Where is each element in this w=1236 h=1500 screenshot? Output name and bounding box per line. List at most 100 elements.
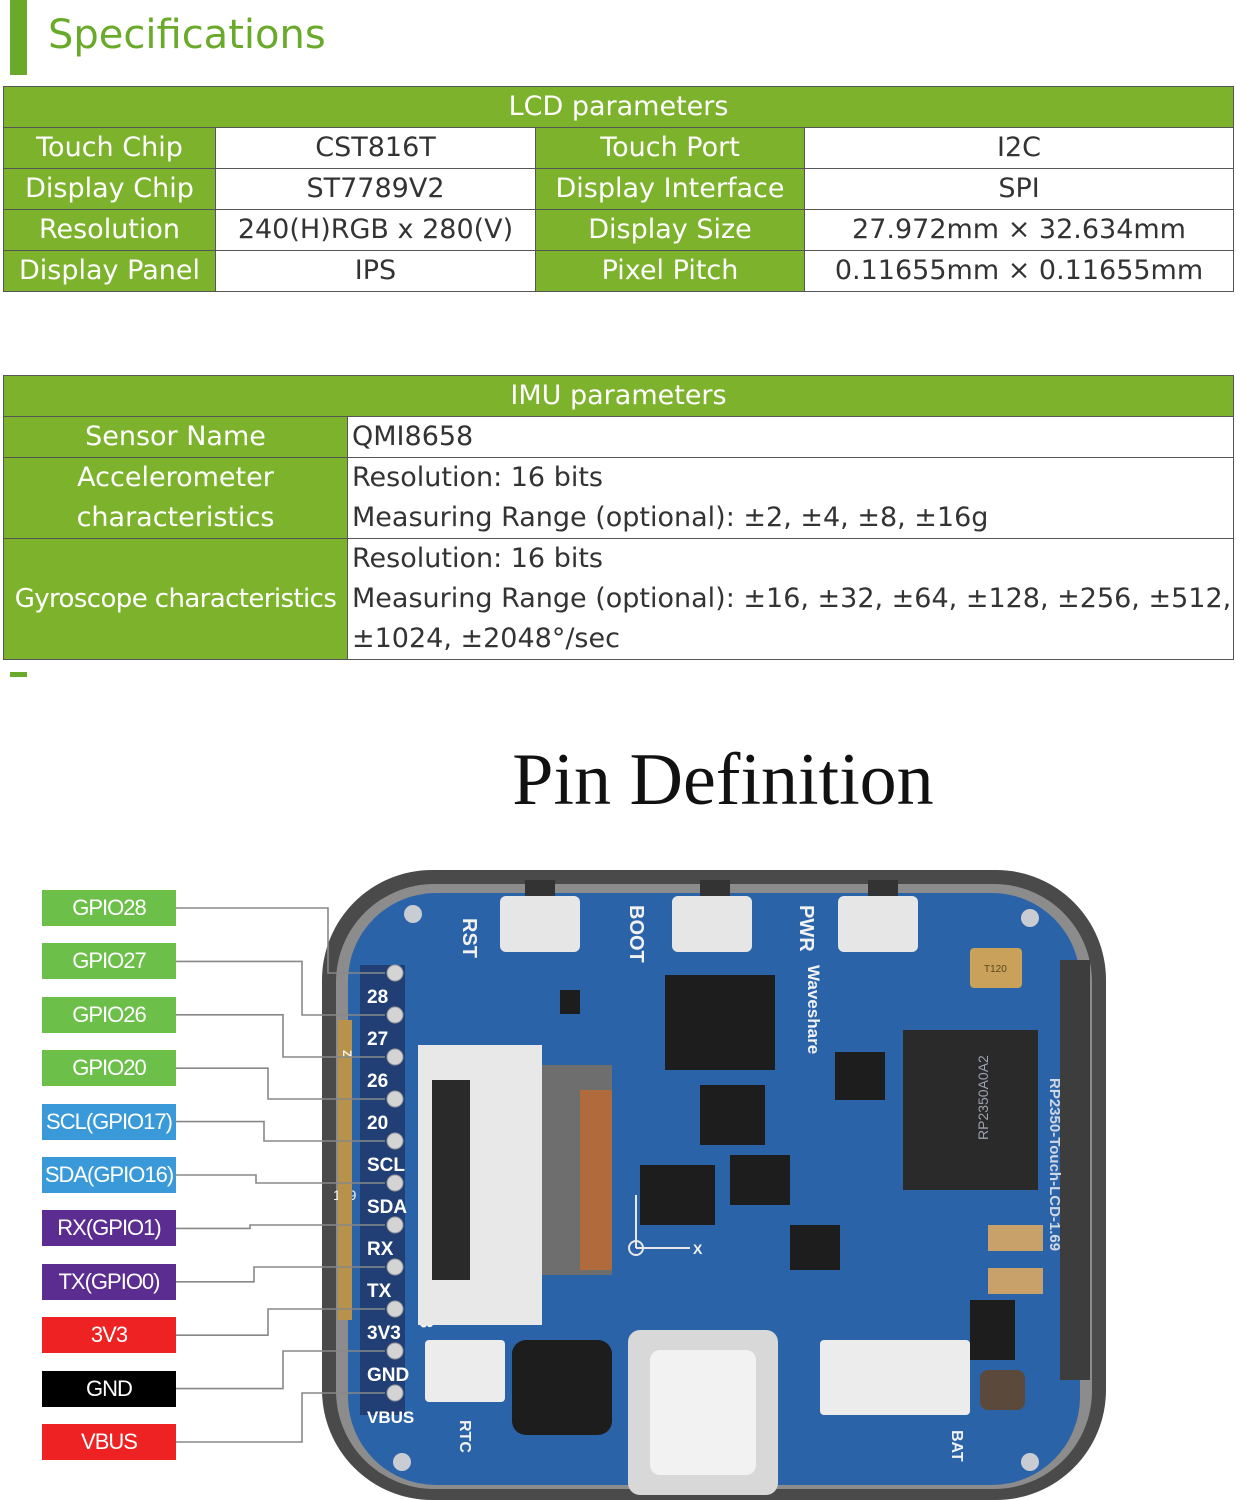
pin-pad [386,1258,404,1276]
leader-line [176,1174,385,1184]
crystal-marking: T120 [984,964,1007,975]
table-row: Touch Chip CST816T Touch Port I2C [3,127,1235,169]
param-label: Gyroscope characteristics [3,538,348,660]
pin-label-tx: TX(GPIO0) [42,1263,176,1300]
battery-edge [1060,960,1090,1380]
buzzer [512,1340,612,1435]
capacitor [988,1268,1043,1294]
lcd-table-header: LCD parameters [2,86,1235,128]
param-label: Touch Port [535,127,805,169]
model-silkscreen: RP2350-Touch-LCD-1.69 [1046,1078,1063,1251]
pin-pad [386,1174,404,1192]
board-pin-label: SDA [367,1197,407,1218]
ic-tiny [560,990,580,1014]
bat-silkscreen: BAT [948,1430,965,1462]
fpc-slot [432,1080,470,1280]
gyro-resolution: Resolution: 16 bits [352,543,603,574]
table-row: Display Panel IPS Pixel Pitch 0.11655mm … [3,250,1235,292]
param-label: Accelerometer characteristics [3,457,348,539]
board-pin-label: 20 [367,1113,388,1134]
pin-label-scl: SCL(GPIO17) [42,1103,176,1140]
flex-ribbon-copper [580,1090,612,1270]
axis-x-label: X [693,1241,703,1257]
ic-small [640,1165,715,1225]
rp2350-chip [903,1030,1038,1190]
leader-line [176,1120,385,1142]
leader-line [176,960,385,1016]
pin-label-gnd: GND [42,1370,176,1407]
axis-z-silkscreen: Z [340,1050,354,1057]
param-label: Display Interface [535,168,805,210]
button-cap [525,880,555,898]
rtc-silkscreen: RTC [456,1420,473,1453]
leader-line [176,907,385,974]
pin-label-vbus: VBUS [42,1424,176,1460]
param-label: Pixel Pitch [535,250,805,292]
button-cap [700,880,730,898]
ic-imu [700,1085,765,1145]
ic-small [790,1225,840,1270]
rst-silkscreen: RST [458,918,480,958]
board-pin-label: SCL [367,1155,405,1176]
table-row: Accelerometer characteristics Resolution… [3,457,1234,539]
pwr-silkscreen: PWR [795,905,817,952]
ic-small [730,1155,790,1205]
table-row: Gyroscope characteristics Resolution: 16… [3,538,1234,660]
leader-line [176,1350,385,1390]
accel-range: Measuring Range (optional): ±2, ±4, ±8, … [352,502,989,533]
param-label: Touch Chip [3,127,216,169]
board-pin-label: 26 [367,1071,388,1092]
capacitor [988,1225,1043,1251]
imu-table-header: IMU parameters [3,375,1234,417]
board-pin-label: 3V3 [367,1323,401,1344]
pin-pads [386,964,404,1402]
board-pin-label: RX [367,1239,394,1260]
battery-connector [820,1340,970,1415]
board-pin-label: TX [367,1281,392,1302]
pwr-button [838,896,918,952]
pin-label-3v3: 3V3 [42,1317,176,1354]
param-value: CST816T [215,127,536,169]
accel-resolution: Resolution: 16 bits [352,462,603,493]
rst-button [500,896,580,952]
pin-label-sda: SDA(GPIO16) [42,1157,176,1193]
leader-line [176,1067,385,1100]
pin-label-rx: RX(GPIO1) [42,1210,176,1247]
accel-label-line-1: Accelerometer [77,462,274,493]
board-pin-label: VBUS [367,1408,414,1427]
accel-label-line-2: characteristics [76,502,275,533]
pin-pad [386,1216,404,1234]
boot-silkscreen: BOOT [625,905,647,963]
param-value: Resolution: 16 bits Measuring Range (opt… [347,457,1234,539]
leader-line [176,1224,385,1230]
section-divider-mark [10,672,27,677]
mount-hole-icon [1021,909,1039,927]
boot-button [672,896,752,952]
board-pin-label: 27 [367,1029,388,1050]
board-pin-label: 28 [367,987,388,1008]
button-cap [868,880,898,898]
crystal [970,948,1022,988]
gyro-range-line-2: ±1024, ±2048°/sec [352,623,620,654]
leader-line [176,1266,385,1283]
pin-pad [386,1090,404,1108]
pin-pad [386,1384,404,1402]
leader-line [176,1308,385,1336]
pin-pad [386,1048,404,1066]
flex-cable [338,1020,352,1320]
ic-small [835,1052,885,1100]
pin-pad [386,1006,404,1024]
specifications-heading: Specifications [48,12,326,58]
table-row: Resolution 240(H)RGB x 280(V) Display Si… [3,209,1235,251]
pin-definition-title: Pin Definition [512,739,934,821]
pin-label-28: GPIO28 [42,890,176,926]
param-value: I2C [803,127,1235,169]
chip-marking: RP2350A0A2 [975,1055,991,1140]
rtc-battery-connector [425,1340,505,1402]
param-label: Display Panel [3,250,216,292]
param-label: Display Size [535,209,805,251]
pin-label-20: GPIO20 [42,1050,176,1087]
pin-pad [386,1342,404,1360]
param-value: 0.11655mm × 0.11655mm [803,250,1235,292]
mount-hole-icon [404,905,422,923]
